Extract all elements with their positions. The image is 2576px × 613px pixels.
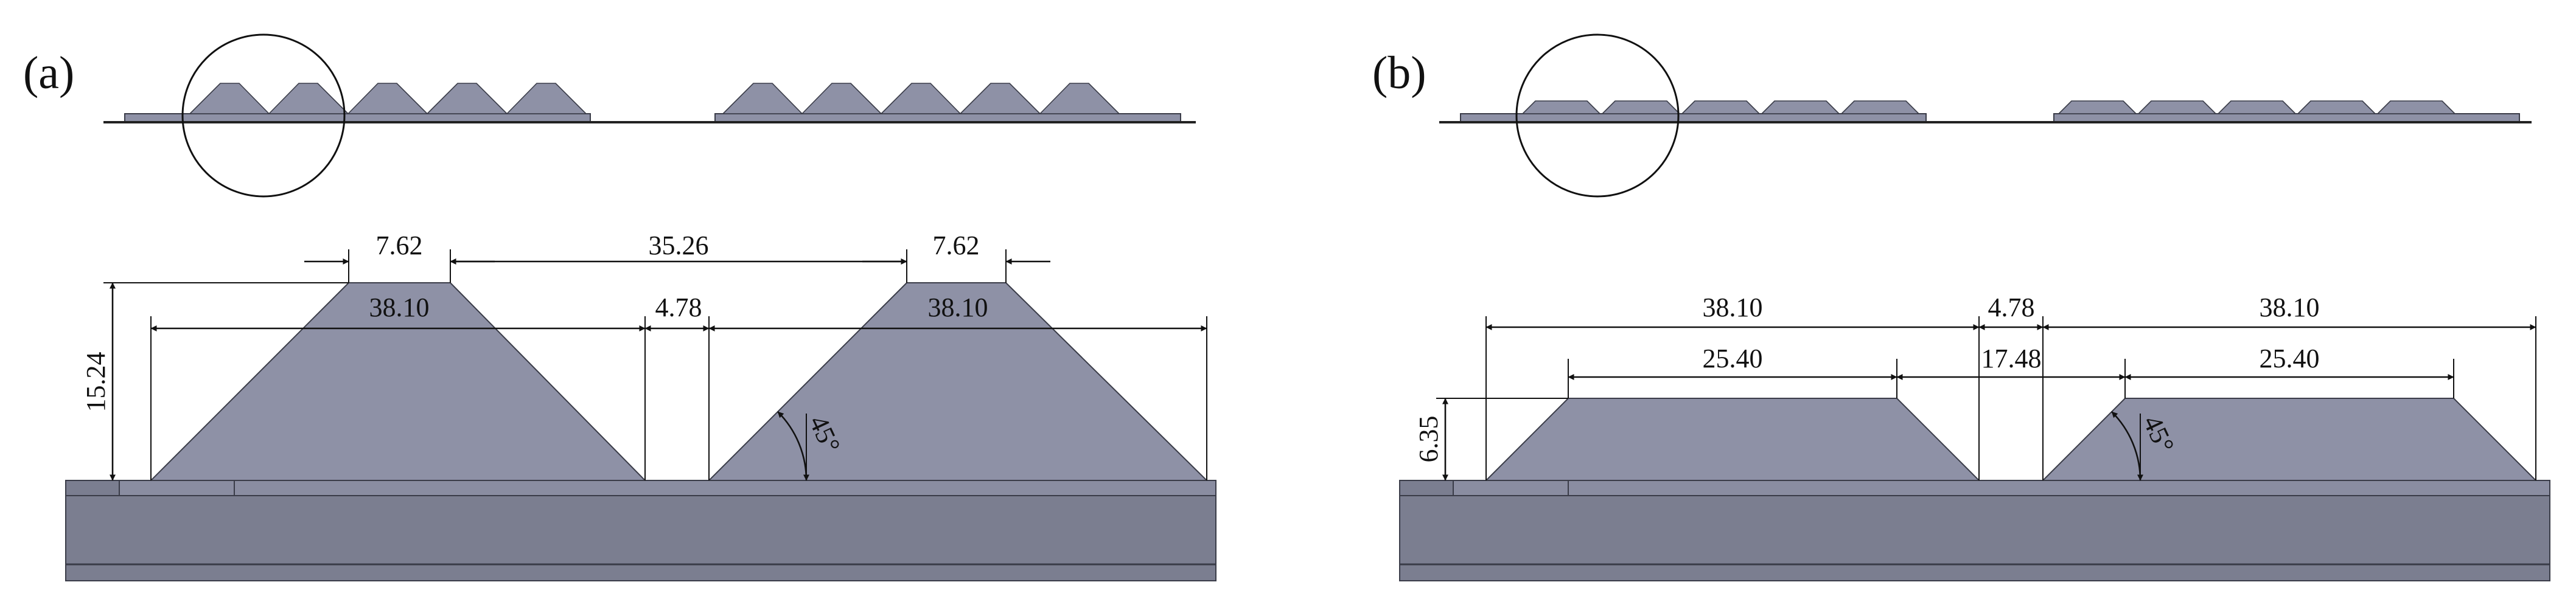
panel-label-b: (b) (1372, 47, 1426, 99)
base-plate-a (65, 480, 1216, 581)
extension-lines-a (103, 249, 1207, 480)
dim-b-gap: 4.78 (1988, 293, 2035, 322)
trapezoid-left-b (1484, 398, 1981, 481)
base-plate-b (1399, 480, 2550, 581)
dim-b-top-right: 25.40 (2260, 344, 2320, 373)
dim-b-base-left: 38.10 (1703, 293, 1763, 322)
panel-a: (a) (23, 33, 1216, 581)
dim-a-height: 15.24 (81, 352, 111, 412)
extension-lines-b (1436, 316, 2536, 480)
dim-b-height: 6.35 (1414, 416, 1443, 463)
panel-label-a: (a) (23, 47, 74, 99)
dimension-lines-a (110, 258, 1207, 481)
dim-a-top-left: 7.62 (376, 230, 423, 260)
dim-a-base-right: 38.10 (928, 293, 988, 322)
dim-a-gap: 4.78 (655, 293, 702, 322)
dimension-lines-b (1442, 324, 2536, 481)
dim-b-top-left: 25.40 (1703, 344, 1763, 373)
dim-b-base-right: 38.10 (2260, 293, 2320, 322)
detail-circle-a (181, 33, 346, 198)
panel-b: (b) (1372, 33, 2550, 581)
trapezoid-right-b (2041, 398, 2538, 481)
overview-strip-b (1439, 33, 2532, 198)
detail-circle-b (1515, 33, 1680, 198)
dim-a-top-right: 7.62 (933, 230, 980, 260)
overview-strip-a (103, 33, 1196, 198)
dim-a-base-left: 38.10 (369, 293, 430, 322)
dim-a-top-mid: 35.26 (649, 230, 709, 260)
dim-b-top-mid: 17.48 (1981, 344, 2042, 373)
